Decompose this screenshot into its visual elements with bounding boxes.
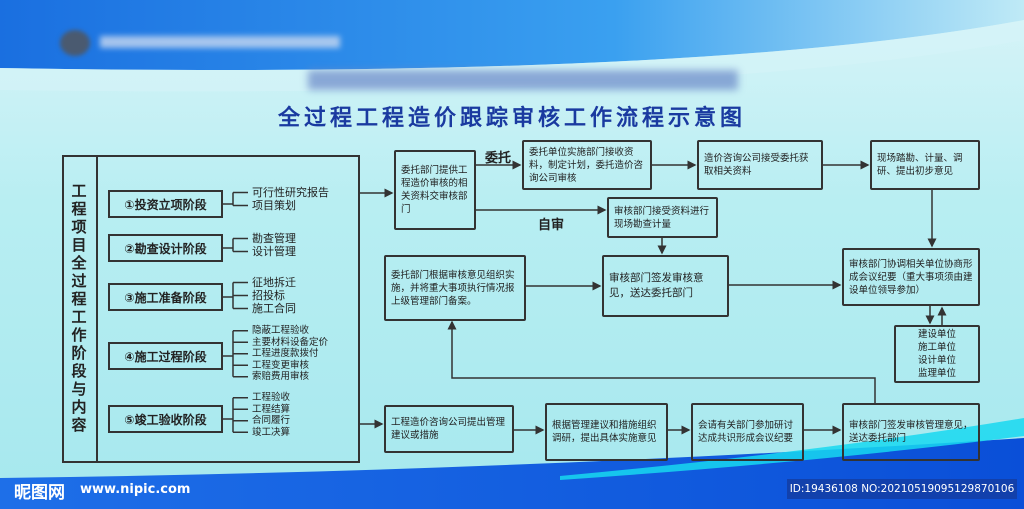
stage-box: ③施工准备阶段 — [108, 283, 223, 311]
stage-box: ⑤竣工验收阶段 — [108, 405, 223, 433]
watermark-brand: 昵图网 — [14, 483, 65, 503]
unit-supervision: 监理单位 — [917, 368, 956, 379]
watermark-url: www.nipic.com — [80, 482, 191, 497]
unit-design: 设计单位 — [917, 355, 956, 366]
stage-box: ①投资立项阶段 — [108, 190, 223, 218]
header-curve — [0, 20, 1024, 92]
stage-item: 竣工决算 — [252, 426, 291, 438]
image-id: ID:19436108 NO:20210519095129870106 — [787, 479, 1017, 499]
stage-item: 工程进度款拨付 — [252, 348, 319, 359]
stage-items: 征地拆迁招投标施工合同 — [252, 276, 296, 315]
flow-box-site-survey: 现场踏勘、计量、调研、提出初步意见 — [870, 140, 980, 190]
stage-item: 征地拆迁 — [252, 276, 296, 289]
stage-bracket — [223, 397, 248, 433]
stage-bracket — [223, 191, 248, 207]
page-title: 全过程工程造价跟踪审核工作流程示意图 — [277, 106, 746, 131]
stage-item: 勘查管理 — [252, 232, 296, 245]
stages-panel — [62, 155, 360, 463]
stage-item: 招投标 — [252, 289, 285, 302]
stage-item: 工程结算 — [252, 403, 291, 415]
stage-item: 可行性研究报告 — [252, 186, 329, 199]
stage-item: 隐蔽工程验收 — [252, 325, 310, 336]
flow-box-issue-opinion: 审核部门签发审核意见，送达委托部门 — [602, 255, 729, 317]
unit-builder: 施工单位 — [917, 342, 956, 353]
flow-box-issue-management-opinion: 审核部门签发审核管理意见，送达委托部门 — [842, 403, 980, 461]
stage-items: 可行性研究报告项目策划 — [252, 186, 329, 212]
flow-box-meeting: 会请有关部门参加研讨达成共识形成会议纪要 — [691, 403, 804, 461]
flow-box-entrusted-unit: 委托单位实施部门接收资料，制定计划，委托造价咨询公司审核 — [522, 140, 652, 190]
stage-items: 隐蔽工程验收主要材料设备定价工程进度款拨付工程变更审核索赔费用审核 — [252, 325, 328, 383]
flow-box-management-advice: 工程造价咨询公司提出管理建议或措施 — [384, 405, 514, 453]
stage-items: 勘查管理设计管理 — [252, 232, 296, 258]
blurred-company-name — [100, 36, 340, 48]
stage-item: 工程变更审核 — [252, 359, 310, 371]
stage-item: 合同履行 — [252, 415, 291, 426]
stage-box: ④施工过程阶段 — [108, 342, 223, 370]
entrust-label: 委托 — [485, 151, 512, 166]
stage-item: 主要材料设备定价 — [252, 336, 329, 348]
company-logo — [60, 30, 90, 56]
flow-box-consultant-accept: 造价咨询公司接受委托获取相关资料 — [697, 140, 823, 190]
unit-construction: 建设单位 — [917, 329, 956, 340]
stage-item: 设计管理 — [252, 245, 296, 258]
flow-box-provide-materials: 委托部门提供工程造价审核的相关资料交审核部门 — [394, 150, 476, 230]
stage-box: ②勘查设计阶段 — [108, 234, 223, 262]
flow-box-units: 建设单位 施工单位 设计单位 监理单位 — [894, 325, 980, 383]
stage-item: 项目策划 — [252, 199, 296, 212]
flow-box-research: 根据管理建议和措施组织调研，提出具体实施意见 — [545, 403, 668, 461]
stages-heading: 工程项目全过程工作阶段与内容 — [69, 183, 88, 435]
blurred-project-name — [308, 70, 738, 90]
stage-item: 工程验收 — [252, 392, 291, 403]
header-band — [0, 0, 1024, 70]
stage-bracket — [223, 330, 248, 378]
flow-box-audit-accept: 审核部门接受资料进行现场勘查计量 — [607, 197, 718, 238]
flow-box-coordinate: 审核部门协调相关单位协商形成会议纪要（重大事项须由建设单位领导参加） — [842, 248, 980, 306]
stage-items: 工程验收工程结算合同履行竣工决算 — [252, 392, 290, 438]
stages-heading-column: 工程项目全过程工作阶段与内容 — [62, 155, 98, 463]
flow-box-implement: 委托部门根据审核意见组织实施，并将重大事项执行情况报上级管理部门备案。 — [384, 255, 526, 321]
stage-bracket — [223, 281, 248, 310]
stage-item: 施工合同 — [252, 302, 296, 315]
self-audit-label: 自审 — [538, 218, 565, 233]
stage-item: 索赔费用审核 — [252, 371, 310, 382]
footer-swoosh — [560, 418, 1024, 480]
stage-bracket — [223, 237, 248, 253]
